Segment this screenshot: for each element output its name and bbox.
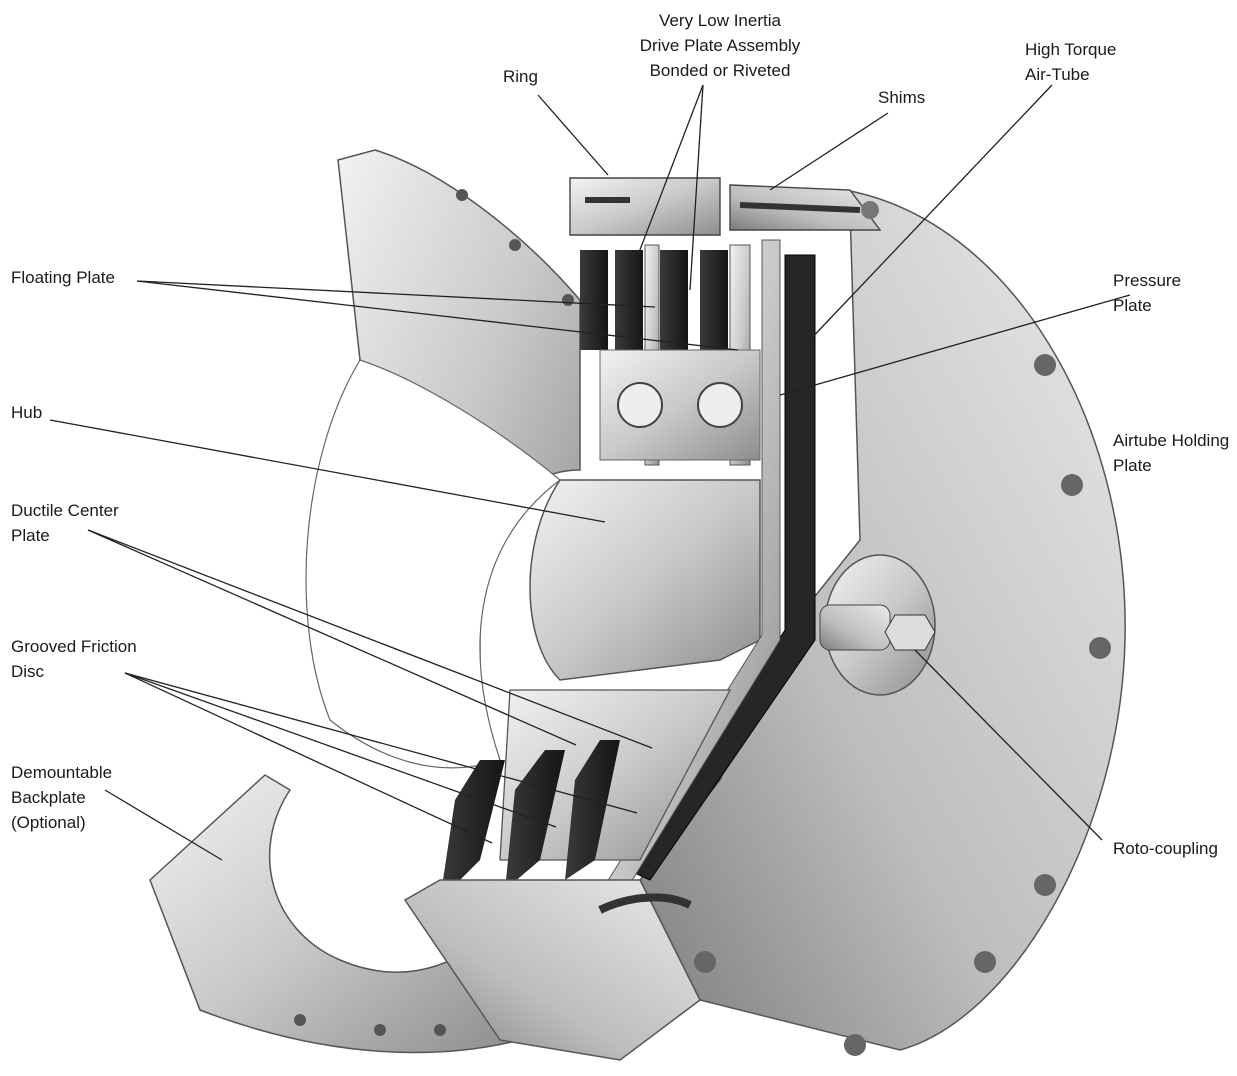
bolt-7: [694, 951, 716, 973]
backplate-hole-3: [434, 1024, 446, 1036]
bolt-2: [1061, 474, 1083, 496]
leader-backplate: [104, 789, 223, 861]
leader-ductile-b: [87, 529, 653, 749]
backplate-hole-1: [294, 1014, 306, 1026]
label-demountable-backplate-line1: Demountable: [11, 763, 113, 782]
leader-floating-plate-b: [136, 280, 739, 351]
friction-disc-upper-4: [700, 250, 728, 350]
bolt-8: [861, 201, 879, 219]
leader-ductile-a: [87, 529, 577, 746]
label-drive-plate-line3: Bonded or Riveted: [649, 61, 791, 80]
label-ductile-center-plate-line2: Plate: [11, 526, 50, 545]
roto-coupling-nut: [884, 614, 936, 651]
bolt-1: [1034, 354, 1056, 376]
flange-hole-1: [456, 189, 468, 201]
label-floating-plate-line1: Floating Plate: [11, 268, 115, 287]
drive-plate-web: [599, 349, 761, 461]
leader-lines: [49, 84, 1131, 861]
label-shims: Shims: [878, 85, 925, 110]
bolt-5: [974, 951, 996, 973]
drive-plate-hole-1: [617, 382, 663, 428]
leader-floating-plate-a: [136, 280, 656, 308]
label-airtube-holding-plate-line1: Airtube Holding: [1113, 431, 1230, 450]
label-ring-line1: Ring: [503, 67, 538, 86]
leader-grooved-b: [124, 672, 557, 828]
label-demountable-backplate-line3: (Optional): [11, 813, 86, 832]
backplate-hole-2: [374, 1024, 386, 1036]
shim-bolt: [739, 202, 861, 213]
hub-shape: [529, 479, 761, 681]
leader-air-tube: [804, 84, 1053, 346]
ring-shape: [569, 177, 721, 236]
label-airtube-holding-plate: Airtube Holding Plate: [1113, 428, 1229, 478]
label-air-tube: High Torque Air-Tube: [1025, 37, 1116, 87]
label-airtube-holding-plate-line2: Plate: [1113, 456, 1152, 475]
leader-grooved-c: [124, 672, 638, 814]
label-hub-line1: Hub: [11, 403, 43, 422]
label-pressure-plate-line1: Pressure: [1113, 271, 1182, 290]
label-air-tube-line2: Air-Tube: [1025, 65, 1090, 84]
label-air-tube-line1: High Torque: [1025, 40, 1117, 59]
bolt-6: [844, 1034, 866, 1056]
label-pressure-plate: Pressure Plate: [1113, 268, 1181, 318]
label-shims-line1: Shims: [878, 88, 926, 107]
leader-shims: [769, 112, 889, 191]
grooved-friction-disc-3: [565, 740, 620, 880]
leader-grooved-a: [124, 672, 493, 844]
leader-pressure-plate: [779, 294, 1131, 396]
leader-roto-coupling: [914, 649, 1103, 841]
friction-disc-upper-2: [615, 250, 643, 350]
lower-housing-shape: [403, 879, 701, 1061]
leader-hub: [49, 419, 606, 523]
label-drive-plate: Very Low Inertia Drive Plate Assembly Bo…: [600, 8, 840, 83]
leader-ring: [537, 94, 609, 176]
flange-hole-3: [562, 294, 574, 306]
label-roto-coupling-line1: Roto-coupling: [1113, 839, 1218, 858]
label-hub: Hub: [11, 400, 42, 425]
drive-plate-hole-2: [697, 382, 743, 428]
bolt-4: [1034, 874, 1056, 896]
air-tube-shape: [627, 254, 816, 881]
ductile-center-plate-shape: [499, 689, 732, 861]
label-floating-plate: Floating Plate: [11, 265, 115, 290]
label-drive-plate-line2: Drive Plate Assembly: [639, 36, 801, 55]
friction-disc-upper-3: [660, 250, 688, 350]
grooved-friction-disc-1: [440, 760, 505, 900]
label-drive-plate-line1: Very Low Inertia: [659, 11, 781, 30]
label-grooved-friction-disc: Grooved Friction Disc: [11, 634, 137, 684]
label-ductile-center-plate: Ductile Center Plate: [11, 498, 119, 548]
hub-bore: [305, 359, 561, 769]
leader-drive-plate-b: [689, 84, 704, 291]
label-demountable-backplate: Demountable Backplate (Optional): [11, 760, 112, 835]
bolt-3: [1089, 637, 1111, 659]
label-ring: Ring: [503, 64, 538, 89]
label-pressure-plate-line2: Plate: [1113, 296, 1152, 315]
leader-drive-plate-a: [637, 84, 704, 256]
flange-hole-2: [509, 239, 521, 251]
roto-coupling-shape: [819, 604, 891, 651]
label-grooved-friction-disc-line1: Grooved Friction: [11, 637, 137, 656]
label-demountable-backplate-line2: Backplate: [11, 788, 86, 807]
label-ductile-center-plate-line1: Ductile Center: [11, 501, 119, 520]
return-spring: [598, 893, 692, 914]
label-roto-coupling: Roto-coupling: [1113, 836, 1218, 861]
label-grooved-friction-disc-line2: Disc: [11, 662, 45, 681]
